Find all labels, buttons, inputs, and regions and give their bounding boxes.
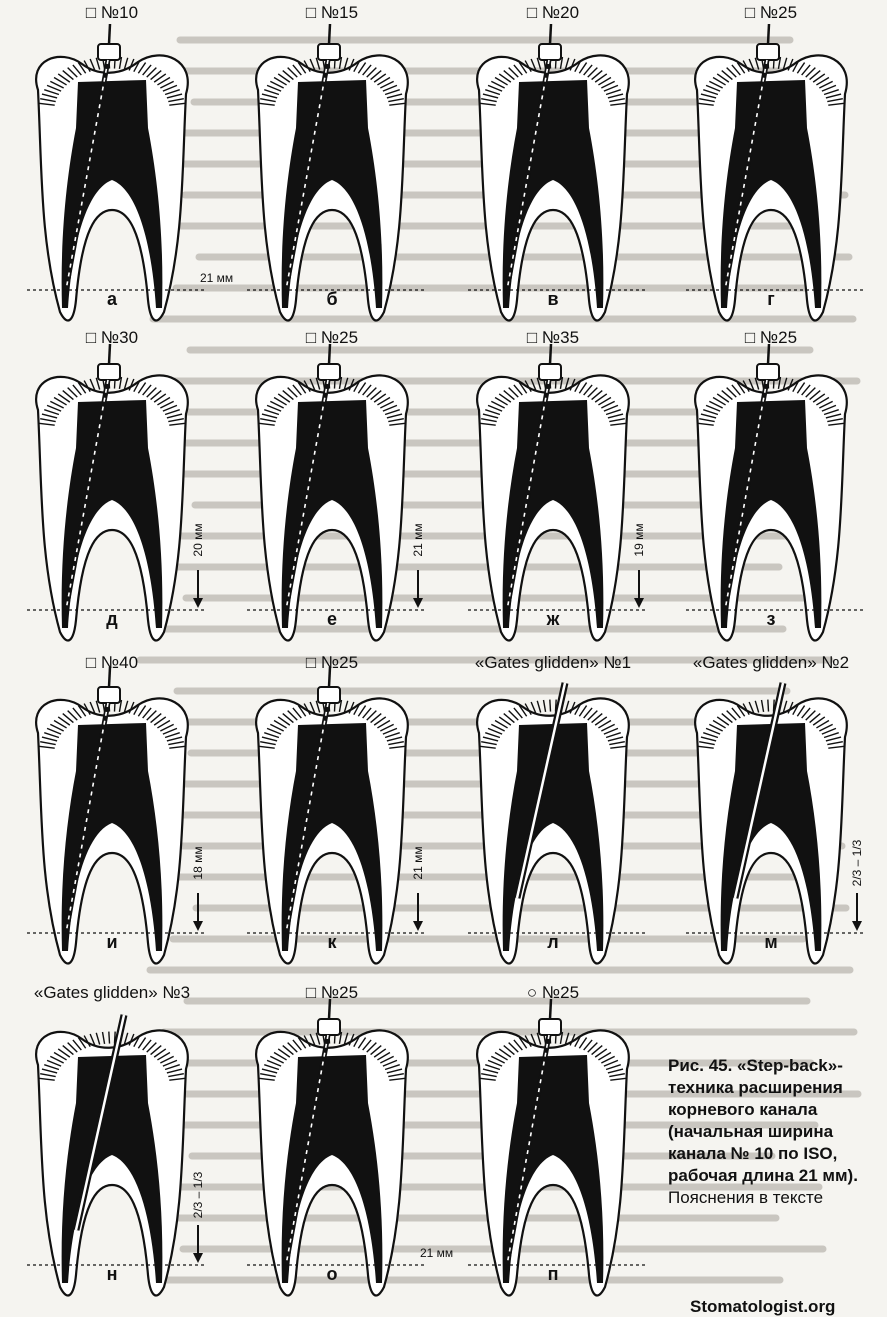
length-label: 2/3 – 1/3 bbox=[850, 839, 864, 886]
tool-label: □ №40 bbox=[86, 653, 138, 672]
rubber-stopper bbox=[757, 44, 779, 60]
down-arrow-icon bbox=[634, 598, 644, 608]
rubber-stopper bbox=[318, 44, 340, 60]
tool-label: □ №35 bbox=[527, 328, 579, 347]
rubber-stopper bbox=[98, 364, 120, 380]
down-arrow-icon bbox=[413, 598, 423, 608]
length-label: 21 мм bbox=[411, 523, 425, 556]
diagram-panel: □ №25 е 21 мм bbox=[247, 328, 425, 641]
down-arrow-icon bbox=[852, 921, 862, 931]
tool-label: «Gates glidden» №2 bbox=[693, 653, 849, 672]
panel-letter: з bbox=[767, 609, 776, 629]
length-label: 21 мм bbox=[200, 271, 233, 285]
panel-letter: л bbox=[547, 932, 558, 952]
watermark: Stomatologist.org bbox=[690, 1297, 835, 1317]
down-arrow-icon bbox=[193, 598, 203, 608]
tool-label: □ №10 bbox=[86, 3, 138, 22]
file-handle bbox=[329, 344, 330, 364]
diagram-panel: «Gates glidden» №1 л bbox=[468, 653, 645, 964]
panel-letter: д bbox=[106, 609, 118, 629]
length-label: 21 мм bbox=[411, 846, 425, 879]
caption-bold: Рис. 45. «Step-back»-техника расширения … bbox=[668, 1056, 858, 1185]
figure-caption: Рис. 45. «Step-back»-техника расширения … bbox=[668, 1055, 884, 1209]
panel-letter: в bbox=[547, 289, 558, 309]
file-handle bbox=[550, 24, 551, 44]
caption-normal: Пояснения в тексте bbox=[668, 1188, 823, 1207]
panel-letter: к bbox=[327, 932, 337, 952]
diagram-panel: □ №15 б bbox=[247, 3, 424, 321]
tool-label: □ №25 bbox=[306, 653, 358, 672]
panel-letter: м bbox=[764, 932, 777, 952]
panel-letter: и bbox=[106, 932, 117, 952]
tool-label: □ №20 bbox=[527, 3, 579, 22]
panel-letter: ж bbox=[546, 609, 560, 629]
length-label: 2/3 – 1/3 bbox=[191, 1171, 205, 1218]
length-label: 20 мм bbox=[191, 523, 205, 556]
diagram-panel: □ №20 в bbox=[468, 3, 645, 321]
tool-label: □ №30 bbox=[86, 328, 138, 347]
file-handle bbox=[550, 344, 551, 364]
tool-label: ○ №25 bbox=[527, 983, 579, 1002]
file-handle bbox=[329, 24, 330, 44]
panel-letter: е bbox=[327, 609, 337, 629]
tool-label: □ №15 bbox=[306, 3, 358, 22]
diagram-panel: □ №25 з bbox=[686, 328, 863, 641]
tool-label: □ №25 bbox=[306, 983, 358, 1002]
length-label: 21 мм bbox=[420, 1246, 453, 1260]
rubber-stopper bbox=[539, 44, 561, 60]
tool-label: □ №25 bbox=[306, 328, 358, 347]
length-label: 18 мм bbox=[191, 846, 205, 879]
file-handle bbox=[109, 24, 110, 44]
tool-label: □ №25 bbox=[745, 3, 797, 22]
rubber-stopper bbox=[318, 364, 340, 380]
tool-label: «Gates glidden» №3 bbox=[34, 983, 190, 1002]
rubber-stopper bbox=[539, 364, 561, 380]
tool-label: «Gates glidden» №1 bbox=[475, 653, 631, 672]
panel-letter: н bbox=[107, 1264, 118, 1284]
rubber-stopper bbox=[98, 44, 120, 60]
tool-label: □ №25 bbox=[745, 328, 797, 347]
rubber-stopper bbox=[318, 1019, 340, 1035]
down-arrow-icon bbox=[413, 921, 423, 931]
diagram-panel: □ №30 д 20 мм bbox=[27, 328, 205, 641]
panel-letter: г bbox=[767, 289, 775, 309]
rubber-stopper bbox=[539, 1019, 561, 1035]
diagram-panel: □ №40 и 18 мм bbox=[27, 653, 205, 964]
panel-letter: о bbox=[327, 1264, 338, 1284]
rubber-stopper bbox=[98, 687, 120, 703]
panel-letter: б bbox=[326, 289, 337, 309]
file-handle bbox=[329, 999, 330, 1019]
file-handle bbox=[550, 999, 551, 1019]
down-arrow-icon bbox=[193, 1253, 203, 1263]
length-label: 19 мм bbox=[632, 523, 646, 556]
rubber-stopper bbox=[757, 364, 779, 380]
rubber-stopper bbox=[318, 687, 340, 703]
panel-letter: п bbox=[548, 1264, 559, 1284]
panel-letter: а bbox=[107, 289, 118, 309]
down-arrow-icon bbox=[193, 921, 203, 931]
diagram-panel: □ №25 к 21 мм bbox=[247, 653, 425, 964]
diagram-panel: □ №25 г bbox=[686, 3, 863, 321]
diagram-panel: «Gates glidden» №2 м 2/3 – 1/3 bbox=[686, 653, 864, 964]
diagram-panel: □ №35 ж 19 мм bbox=[468, 328, 646, 641]
file-handle bbox=[109, 344, 110, 364]
file-handle bbox=[768, 344, 769, 364]
file-handle bbox=[768, 24, 769, 44]
